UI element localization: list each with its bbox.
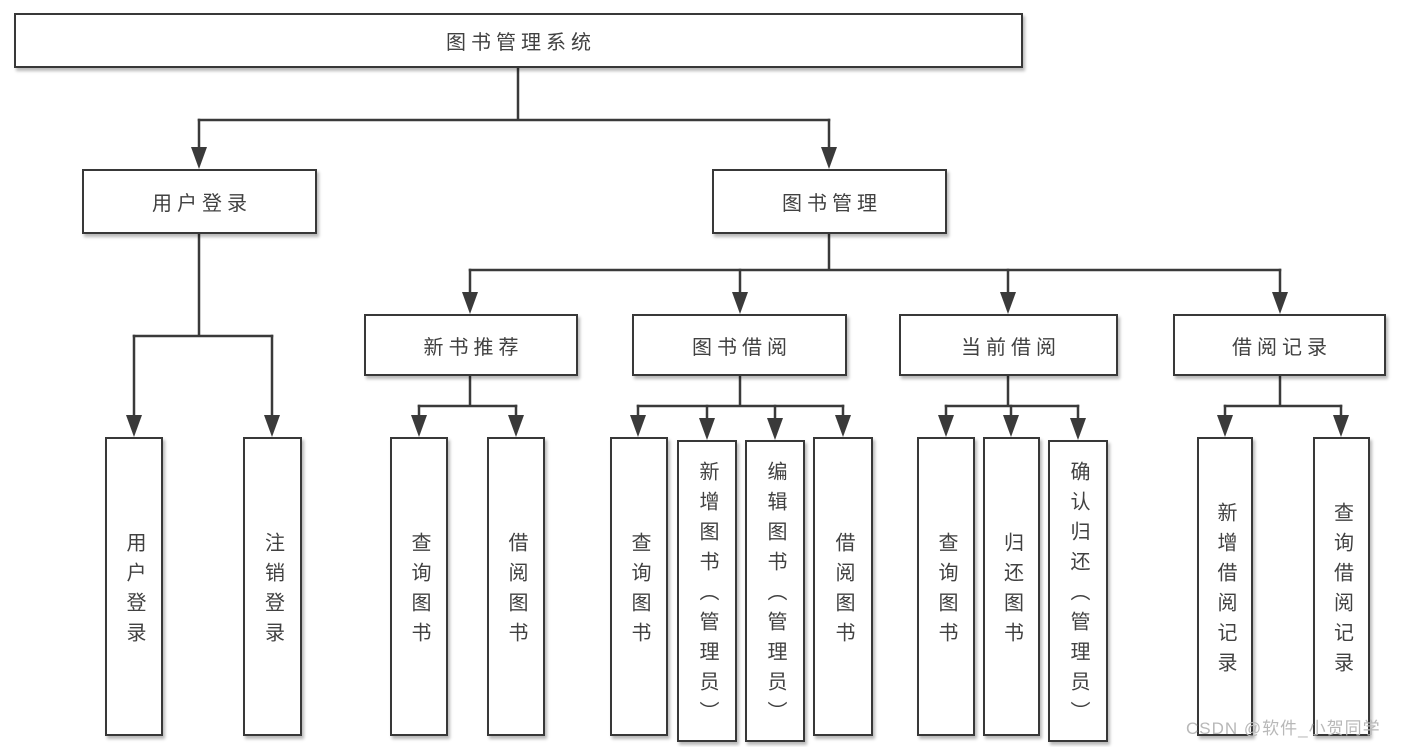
leaf-confirm-return-admin: 确认归还（管理员） [1048,440,1108,742]
node-label: 新书推荐 [423,336,524,359]
node-user-login: 用户登录 [82,169,317,234]
leaf-add-books-admin: 新增图书（管理员） [677,440,737,742]
node-label: 新增图书（管理员） [696,461,718,731]
leaf-borrow-books-recommend: 借阅图书 [487,437,545,736]
node-label: 借阅图书 [505,531,527,652]
leaf-return-books: 归还图书 [983,437,1040,736]
leaf-query-books-current: 查询图书 [917,437,975,736]
node-label: 查询借阅记录 [1330,501,1353,682]
leaf-query-books-recommend: 查询图书 [390,437,448,736]
node-book-borrowing: 图书借阅 [632,314,847,376]
leaf-query-books-borrow: 查询图书 [610,437,668,736]
leaf-user-login: 用户登录 [105,437,163,736]
node-label: 图书借阅 [692,336,792,359]
node-label: 归还图书 [1000,531,1023,652]
node-borrowing-records: 借阅记录 [1173,314,1386,376]
node-label: 用户登录 [152,193,252,215]
node-label: 确认归还（管理员） [1067,461,1089,731]
node-label: 查询图书 [935,531,957,652]
node-label: 编辑图书（管理员） [764,461,786,731]
node-label: 当前借阅 [961,336,1061,359]
csdn-watermark: CSDN @软件_小贺同学 [1186,719,1381,738]
node-current-borrowing: 当前借阅 [899,314,1118,376]
node-book-management: 图书管理 [712,169,947,234]
node-label: 图书管理系统 [446,32,596,54]
node-label: 注销登录 [261,531,284,652]
leaf-add-borrow-record: 新增借阅记录 [1197,437,1253,736]
node-label: 用户登录 [123,531,145,652]
node-label: 新增借阅记录 [1214,501,1236,682]
node-library-management-system: 图书管理系统 [14,13,1023,68]
node-label: 借阅记录 [1232,336,1332,359]
node-label: 查询图书 [628,531,650,652]
node-label: 图书管理 [782,193,882,215]
leaf-borrow-books: 借阅图书 [813,437,873,736]
leaf-logout-login: 注销登录 [243,437,302,736]
node-new-book-recommendation: 新书推荐 [364,314,578,376]
node-label: 查询图书 [408,531,430,652]
node-label: 借阅图书 [832,531,854,652]
leaf-edit-books-admin: 编辑图书（管理员） [745,440,805,742]
leaf-query-borrow-record: 查询借阅记录 [1313,437,1370,736]
